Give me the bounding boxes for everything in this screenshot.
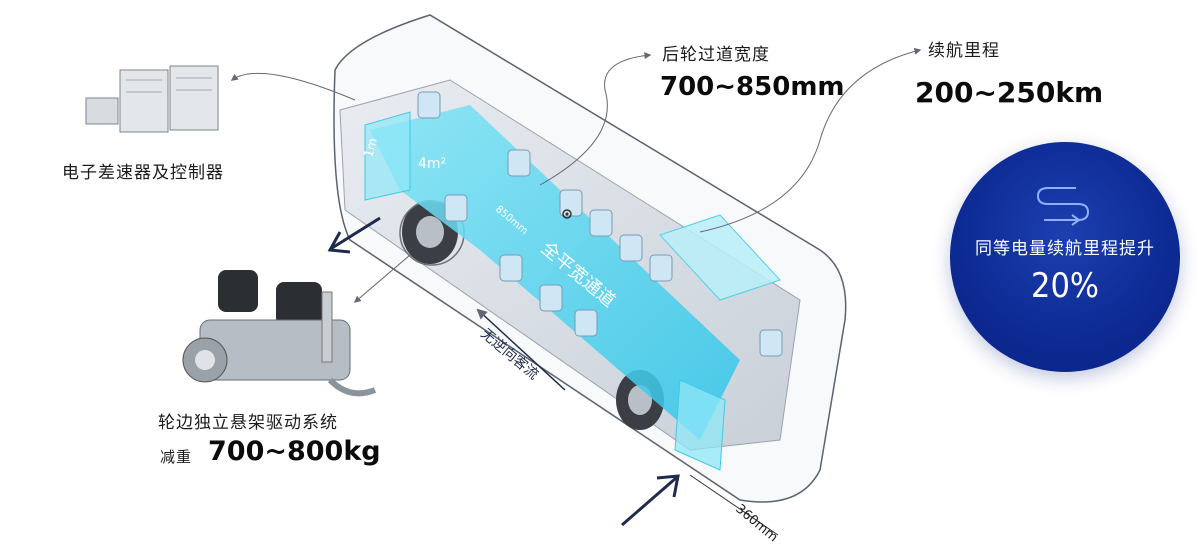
range-boost-badge: 同等电量续航里程提升 20% [950, 142, 1180, 372]
suspension-device [182, 270, 377, 397]
controller-label: 电子差速器及控制器 [62, 163, 224, 183]
door-panel [674, 379, 726, 471]
controller-device [85, 65, 219, 133]
area-label: 4m² [418, 156, 446, 172]
aisle-highlight [370, 105, 740, 440]
badge-text: 同等电量续航里程提升 [975, 239, 1155, 259]
leader-suspension [353, 254, 411, 303]
range-value: 200~250km [915, 76, 1104, 109]
range-title: 续航里程 [928, 41, 1000, 61]
rear-track-value: 700~850mm [660, 72, 845, 102]
leader-controller [230, 72, 356, 101]
flow-arrow [476, 308, 566, 391]
leader-track [539, 52, 652, 186]
rear-area-box [364, 111, 411, 201]
weight-prefix: 减重 [160, 448, 193, 466]
entry-arrow [621, 474, 680, 527]
door-dimension-line [689, 474, 779, 536]
loop-arrow-icon [1036, 187, 1090, 226]
rear-track-title: 后轮过道宽度 [662, 45, 770, 65]
door-width-label: 360mm [732, 502, 780, 546]
center-marker [562, 209, 572, 219]
leader-range [699, 47, 922, 233]
suspension-label: 轮边独立悬架驱动系统 [158, 413, 338, 433]
length-label: 1m [361, 136, 380, 158]
exit-arrow [327, 216, 381, 254]
badge-percent: 20% [1031, 266, 1099, 306]
roof-battery [659, 214, 781, 301]
weight-value: 700~800kg [208, 436, 381, 467]
